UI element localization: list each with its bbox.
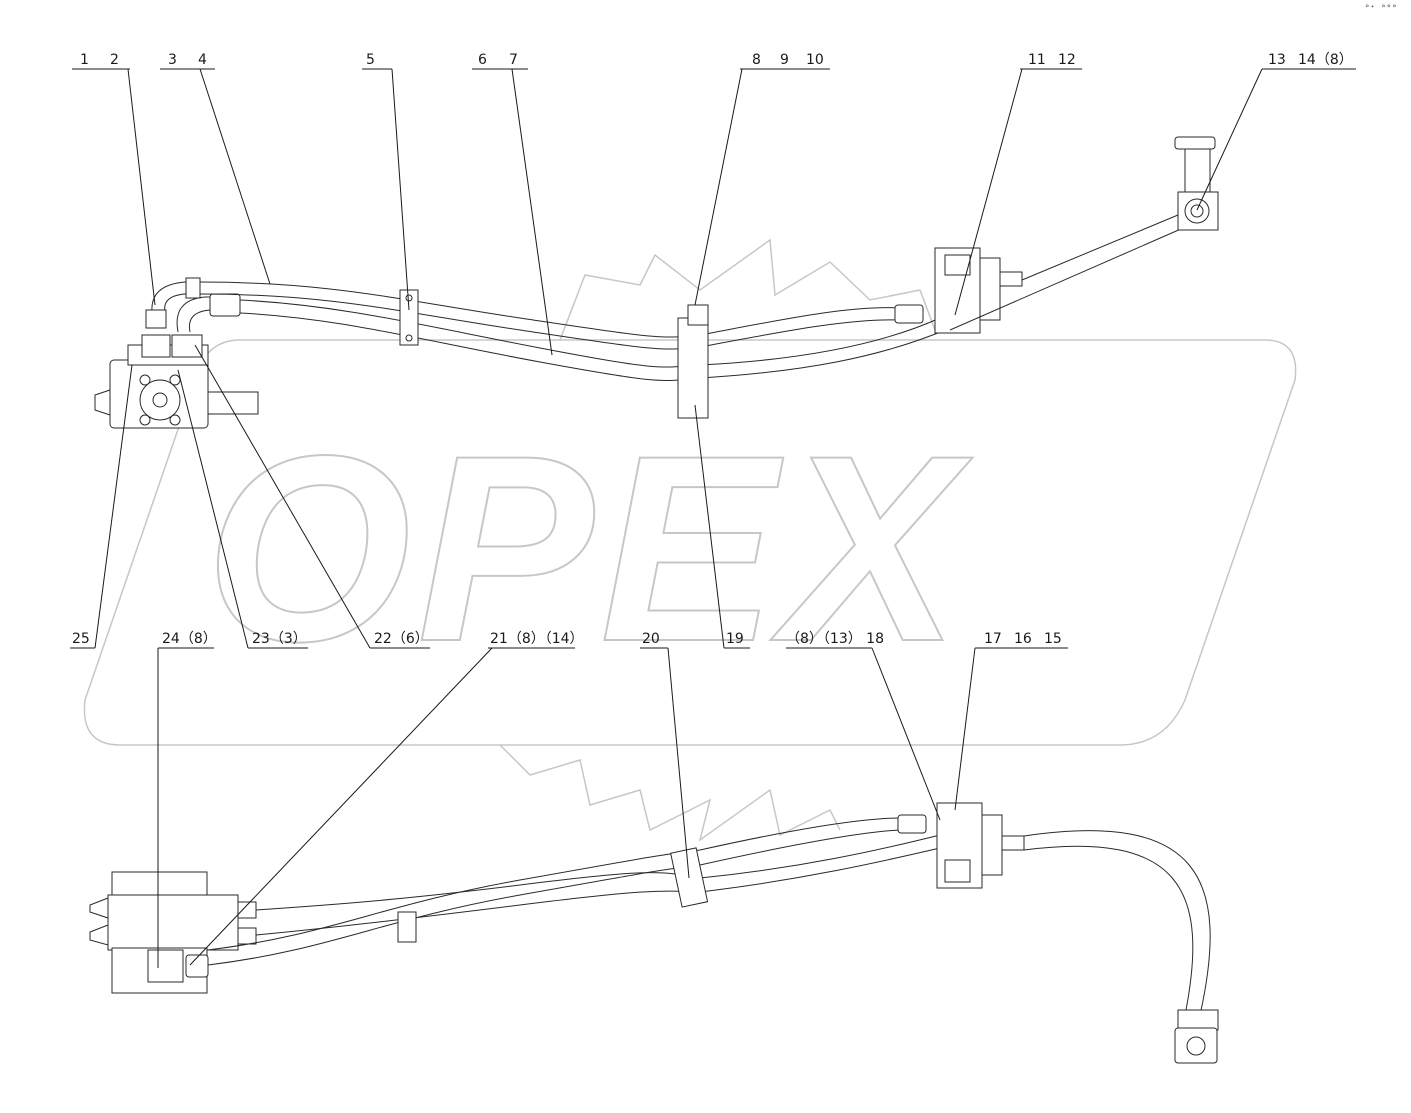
callout-24: 24（8） <box>162 631 217 647</box>
top-assembly <box>94 136 1219 429</box>
corner-mark: °⁺ °°° <box>1364 4 1397 14</box>
pump-bottom <box>936 802 1025 889</box>
callout-15: 15 <box>1044 631 1062 647</box>
callout-10: 10 <box>806 52 824 68</box>
motor-top-right <box>1174 136 1219 231</box>
callout-6: 6 <box>478 52 487 68</box>
callout-9: 9 <box>780 52 789 68</box>
watermark-text: OPEX <box>205 401 973 697</box>
bracket-top <box>677 317 709 419</box>
callout-labels: 1 2 3 4 5 6 7 8 9 10 11 12 13 14（8） 25 2… <box>72 52 1353 647</box>
callout-2: 2 <box>110 52 119 68</box>
callout-20: 20 <box>642 631 660 647</box>
control-valve-top <box>94 334 259 429</box>
callout-leaders <box>70 68 1356 968</box>
callout-18: （8）（13） 18 <box>786 631 884 647</box>
callout-16: 16 <box>1014 631 1032 647</box>
callout-21: 21（8）（14） <box>490 631 584 647</box>
callout-17: 17 <box>984 631 1002 647</box>
callout-1: 1 <box>80 52 89 68</box>
control-valve-bottom <box>89 871 257 994</box>
callout-14: 14（8） <box>1298 52 1353 68</box>
callout-11: 11 <box>1028 52 1046 68</box>
callout-25: 25 <box>72 631 90 647</box>
watermark-gear-bottom <box>499 744 841 842</box>
callout-12: 12 <box>1058 52 1076 68</box>
callout-4: 4 <box>198 52 207 68</box>
callout-3: 3 <box>168 52 177 68</box>
callout-5: 5 <box>366 52 375 68</box>
callout-8: 8 <box>752 52 761 68</box>
pump-top <box>934 247 1023 334</box>
callout-13: 13 <box>1268 52 1286 68</box>
clamp-5 <box>399 289 419 346</box>
watermark-gear-top <box>559 238 936 341</box>
motor-bottom-right <box>1174 1009 1219 1064</box>
callout-22: 22（6） <box>374 631 429 647</box>
bottom-assembly <box>89 802 1219 1064</box>
callout-23: 23（3） <box>252 631 307 647</box>
callout-7: 7 <box>509 52 518 68</box>
callout-19: 19 <box>726 631 744 647</box>
